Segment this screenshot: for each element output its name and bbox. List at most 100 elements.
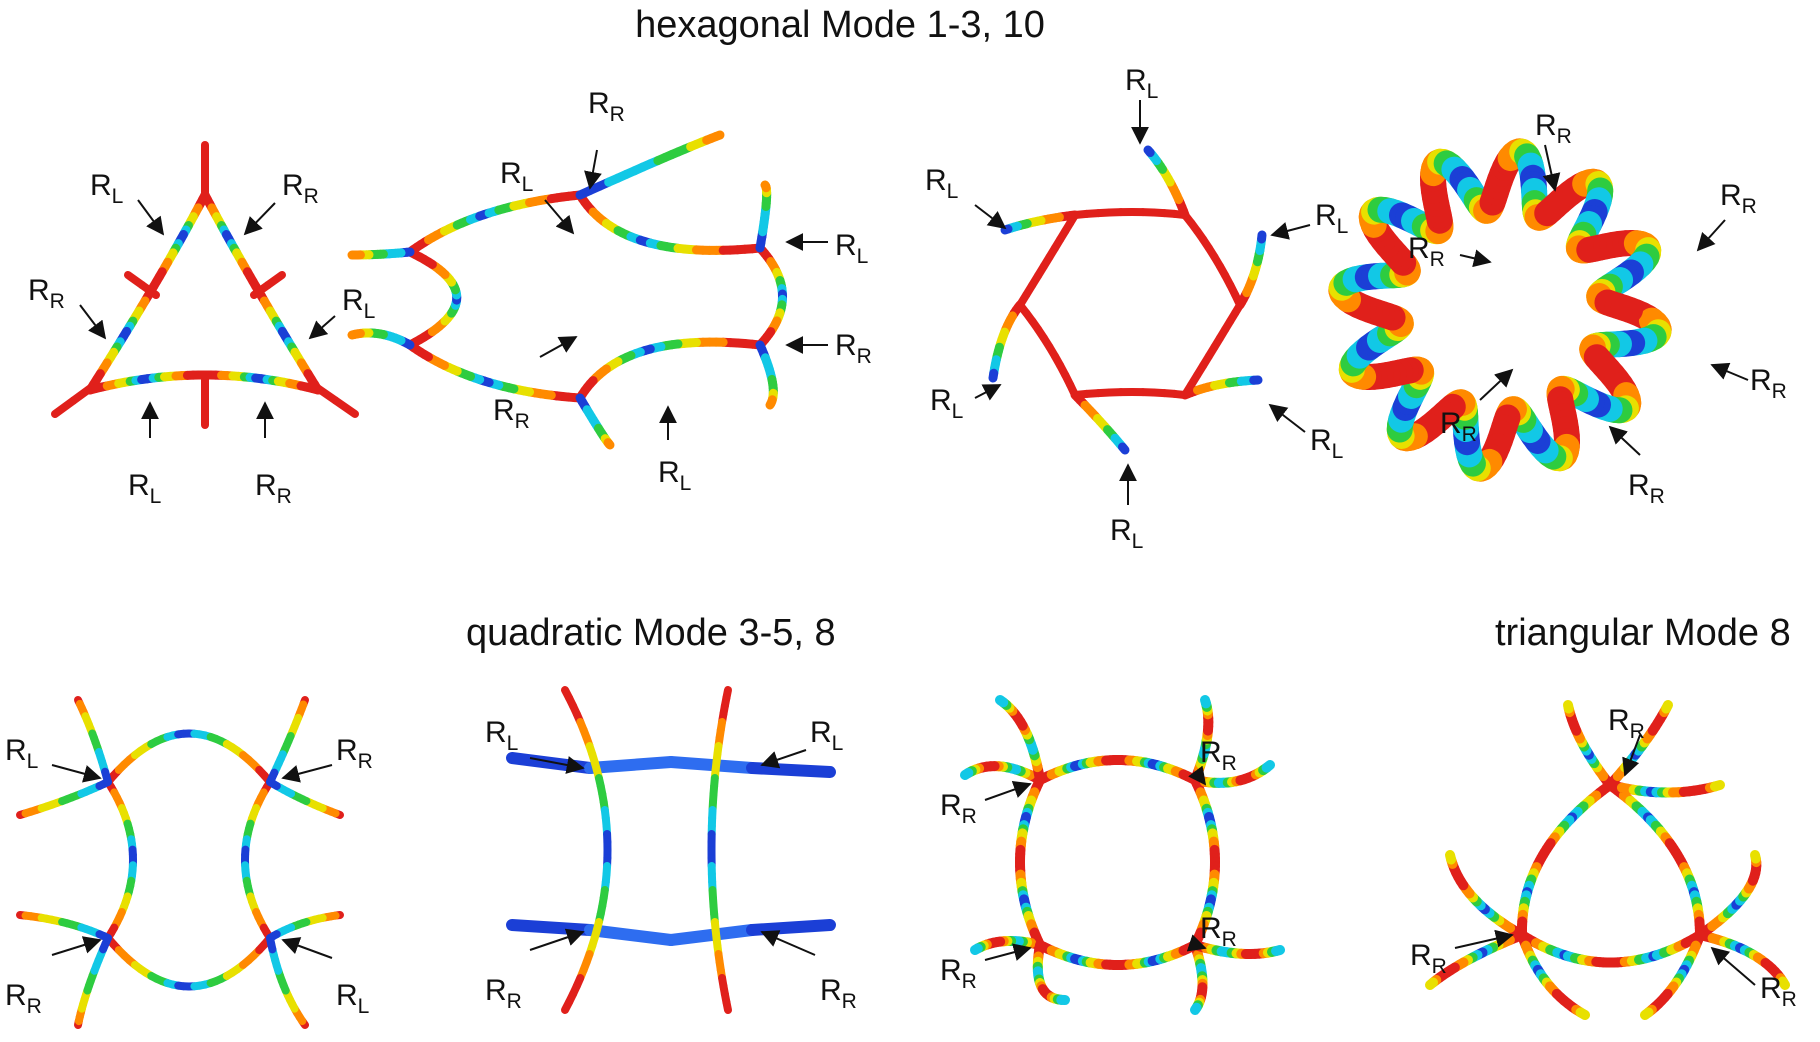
quad2-label-rl-right: RL xyxy=(760,716,843,769)
hex2-label-rr-lower-left-arrow xyxy=(539,336,578,358)
hex4-label-rr-upper-right-arrow xyxy=(1696,219,1726,252)
quad1-tail-1 xyxy=(16,778,112,819)
quad3-edge-top xyxy=(1035,755,1200,785)
hex3-label-rl-lower-right-arrow xyxy=(1268,403,1306,433)
hex2-label-rl-right: RL xyxy=(785,229,868,268)
quad1-edge-right xyxy=(241,778,274,942)
svg-text:RR: RR xyxy=(255,469,292,508)
svg-text:RR: RR xyxy=(282,169,319,208)
hex1-label-rr-top-arrow xyxy=(243,202,276,236)
tri-edge-right xyxy=(1605,780,1705,940)
svg-text:RL: RL xyxy=(835,229,868,268)
svg-text:RR: RR xyxy=(5,979,42,1018)
quad2-label-rl-left: RL xyxy=(485,716,585,774)
hex2-arc-0 xyxy=(575,190,765,255)
hex2-arc-4 xyxy=(405,247,462,350)
hex4-label-rr-lower-right: RR xyxy=(1710,362,1787,403)
quad3-tail-5 xyxy=(1032,940,1070,1005)
quad2-label-rr-left: RR xyxy=(485,928,585,1013)
quad2-edge-left xyxy=(561,686,612,1014)
svg-text:RL: RL xyxy=(128,469,161,508)
quad3-label-rr-left-bottom: RR xyxy=(940,943,1032,993)
hexagonal-mode-title: hexagonal Mode 1-3, 10 xyxy=(635,4,1045,46)
hex3-tab-0 xyxy=(1143,145,1190,220)
hex3-edge-0 xyxy=(1071,208,1189,219)
hex4-label-rr-upper-left: RR xyxy=(1408,232,1492,271)
tri-tail-6 xyxy=(1695,850,1762,940)
hex4-label-rr-lower-left-arrow xyxy=(1479,368,1514,401)
hex1-label-rr-left-arrow xyxy=(79,304,107,340)
quad3-tail-1 xyxy=(995,695,1045,785)
hex3-label-rl-upper-left: RL xyxy=(925,164,1007,230)
quad3-tail-4 xyxy=(970,936,1045,955)
quad1-label-rl-bottom: RL xyxy=(281,937,369,1018)
quad2-label-rr-right: RR xyxy=(760,930,857,1013)
hex3-tab-1 xyxy=(1235,230,1267,310)
tri-edge-bottom xyxy=(1517,930,1705,968)
hex3-edge-3 xyxy=(1071,388,1189,399)
svg-text:RL: RL xyxy=(1315,199,1348,238)
svg-text:RL: RL xyxy=(1310,424,1343,463)
hex2-tail-4 xyxy=(347,328,415,350)
svg-text:RL: RL xyxy=(336,979,369,1018)
quad1-tail-3 xyxy=(266,778,344,819)
hex2-tail-3 xyxy=(575,393,615,450)
quad1-tail-5 xyxy=(16,911,112,942)
hex4-label-rr-upper-right: RR xyxy=(1696,179,1757,252)
quad3-label-rr-right-bottom: RR xyxy=(1186,912,1237,952)
quad3-label-rr-left-bottom-arrow xyxy=(984,943,1032,961)
hex1-side-0 xyxy=(85,190,210,395)
svg-text:RL: RL xyxy=(658,456,691,495)
hex1-label-rl-right-arrow xyxy=(308,315,336,340)
svg-text:RR: RR xyxy=(1720,179,1757,218)
svg-text:RR: RR xyxy=(588,87,625,126)
triangular-mode-title: triangular Mode 8 xyxy=(1495,612,1791,654)
tri-tail-5 xyxy=(1517,930,1590,1020)
svg-text:RL: RL xyxy=(90,169,123,208)
quad2-label-rr-left-arrow xyxy=(529,928,585,951)
svg-text:RR: RR xyxy=(336,734,373,773)
hex3-edge-2 xyxy=(1181,301,1244,399)
hex4-ring xyxy=(1328,138,1672,482)
svg-text:RL: RL xyxy=(1125,64,1158,103)
quad1-label-rr-top: RR xyxy=(281,734,373,783)
svg-text:RR: RR xyxy=(1440,407,1477,446)
svg-text:RR: RR xyxy=(1535,109,1572,148)
quad1-label-rr-bottom: RR xyxy=(5,936,102,1018)
tri-label-rr-right: RR xyxy=(1710,946,1797,1011)
quad1-tail-0 xyxy=(74,696,112,786)
tri-tail-3 xyxy=(1445,850,1527,940)
svg-text:RR: RR xyxy=(820,974,857,1013)
quad1-tail-7 xyxy=(266,911,344,942)
quad2-edge-top xyxy=(506,752,836,778)
svg-text:RR: RR xyxy=(1408,232,1445,271)
tri-label-rr-top-arrow xyxy=(1622,734,1641,777)
svg-text:RR: RR xyxy=(835,329,872,368)
quad3-label-rr-right-bottom-arrow xyxy=(1186,934,1207,952)
hex1-label-rl-top: RL xyxy=(90,169,165,236)
quad1-label-rl: RL xyxy=(5,734,102,783)
hex4-label-rr-bottom-arrow xyxy=(1608,425,1641,456)
hex4-label-rr-upper-left-arrow xyxy=(1459,249,1492,268)
hex2-tail-1 xyxy=(755,180,772,253)
hex2-arc-1 xyxy=(755,243,787,350)
hex2-tail-2 xyxy=(755,340,778,410)
hex3-tab-4 xyxy=(988,300,1025,383)
hex2-label-rr-top: RR xyxy=(584,87,625,190)
tri-label-rr-top: RR xyxy=(1608,704,1645,777)
hex4-label-rr-lower-left: RR xyxy=(1440,368,1514,446)
quad2-label-rl-left-arrow xyxy=(529,756,585,774)
hex1-side-2 xyxy=(85,370,323,395)
svg-text:RL: RL xyxy=(5,734,38,773)
quad2-edge-bottom xyxy=(506,919,836,946)
svg-text:RR: RR xyxy=(940,789,977,828)
hex2-label-rl-upper-left-arrow xyxy=(544,199,575,235)
hex1-label-rr-left: RR xyxy=(28,274,107,340)
quad3-label-rr-right-top-arrow xyxy=(1188,765,1207,786)
hex2-label-rr-right: RR xyxy=(785,329,872,368)
hex3-label-rl-lower-right: RL xyxy=(1268,403,1343,463)
quad3-tail-7 xyxy=(1190,940,1285,959)
hex4-label-rr-bottom: RR xyxy=(1608,425,1665,508)
svg-text:RL: RL xyxy=(1110,514,1143,553)
quad1-edge-bottom xyxy=(104,934,274,991)
